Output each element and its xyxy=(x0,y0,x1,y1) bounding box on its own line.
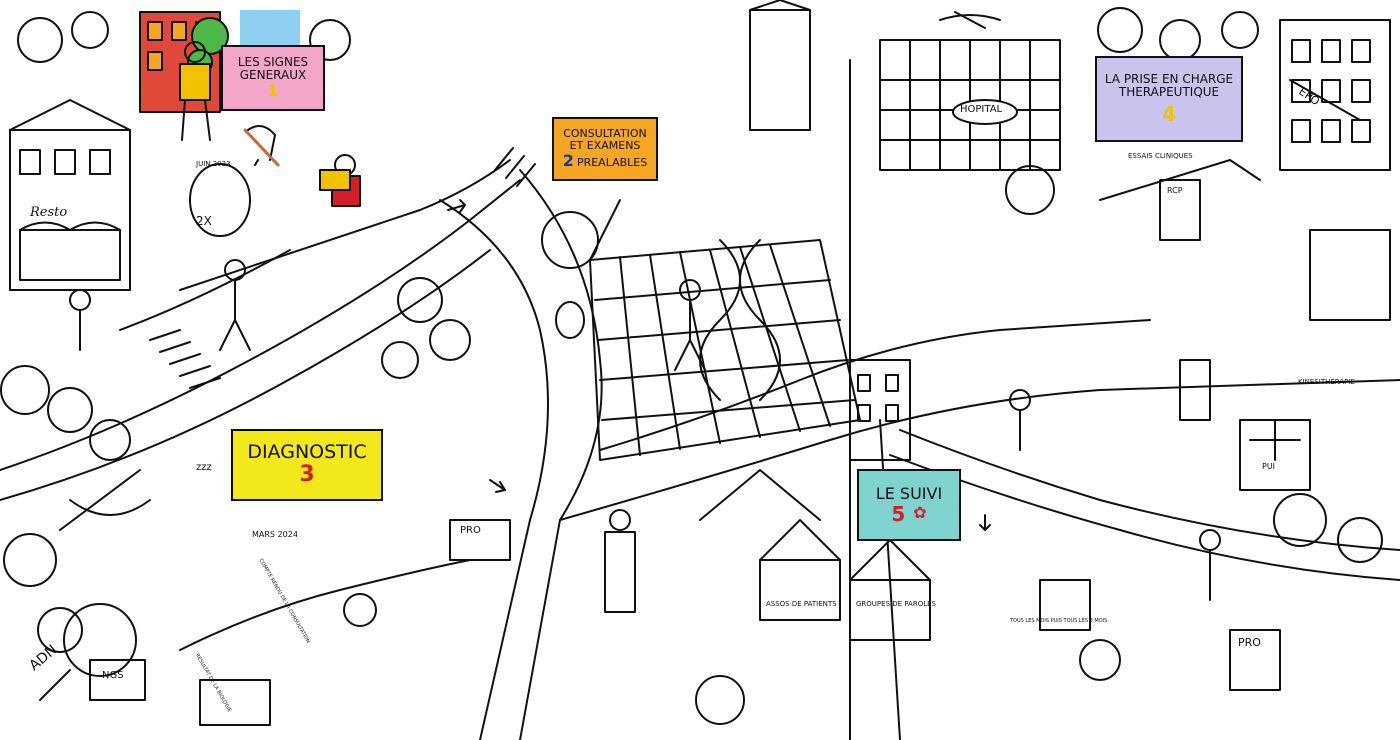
label-zzz: zzz xyxy=(196,462,212,473)
sign-1-number: 1 xyxy=(267,81,279,101)
sign-prise-en-charge: LA PRISE EN CHARGE THERAPEUTIQUE 4 xyxy=(1095,56,1243,142)
sign-5-number: 5 xyxy=(891,501,906,526)
sign-3-number: 3 xyxy=(299,462,315,488)
label-assos-de-patients: ASSOS DE PATIENTS xyxy=(766,600,837,608)
dna-helix xyxy=(59,239,781,531)
label-rcp: RCP xyxy=(1167,186,1183,195)
label-tous-les-mois: TOUS LES MOIS PUIS TOUS LES 3 MOIS xyxy=(1010,618,1108,624)
sign-5-title: LE SUIVI xyxy=(875,484,943,504)
sign-4-line2: THERAPEUTIQUE xyxy=(1118,85,1220,99)
label-ngs: NGS xyxy=(102,670,124,681)
sign-4-line1: LA PRISE EN CHARGE xyxy=(1104,71,1234,86)
label-juin-2023: JUIN 2023 xyxy=(196,160,231,168)
sign-3-title: DIAGNOSTIC xyxy=(247,441,367,464)
label-resto: Resto xyxy=(30,205,68,220)
building-top-right xyxy=(749,0,1391,321)
label-2x: 2X xyxy=(196,214,212,228)
label-pui: PUI xyxy=(1262,462,1276,471)
sign-les-signes-generaux: LES SIGNES GENERAUX 1 xyxy=(221,45,325,111)
label-essais-cliniques: ESSAIS CLINIQUES xyxy=(1128,152,1193,160)
label-mars-2024: MARS 2024 xyxy=(252,530,298,539)
label-kinesitherapie: KINESITHERAPIE xyxy=(1298,378,1355,386)
hospital-building xyxy=(879,11,1061,171)
houses xyxy=(699,469,931,641)
label-pro-right: PRO xyxy=(1238,636,1261,649)
sign-diagnostic: DIAGNOSTIC 3 xyxy=(231,429,383,501)
path-arrows xyxy=(447,199,991,531)
label-groupes-de-paroles: GROUPES DE PAROLES xyxy=(856,600,936,608)
sign-consultation-examens: CONSULTATION ET EXAMENS 2 PREALABLES xyxy=(552,117,658,181)
sign-2-line2: ET EXAMENS xyxy=(569,139,641,153)
label-pro-left: PRO xyxy=(460,525,481,536)
sign-4-number: 4 xyxy=(1162,102,1176,127)
butterfly-icon: ✿ xyxy=(913,505,927,522)
misc-objects xyxy=(89,79,1361,726)
checker-plaza xyxy=(589,239,861,461)
sign-2-line3: PREALABLES xyxy=(576,156,648,170)
sign-2-line1: CONSULTATION xyxy=(563,127,647,141)
magnifying-glasses xyxy=(39,199,621,701)
building-center xyxy=(849,359,911,461)
label-hopital: HOPITAL xyxy=(960,104,1003,115)
characters xyxy=(69,41,1221,613)
sign-1-title: LES SIGNES GENERAUX xyxy=(237,55,309,83)
sign-2-number: 2 xyxy=(562,151,574,171)
sign-le-suivi: LE SUIVI 5 ✿ xyxy=(857,469,961,541)
crosswalks xyxy=(149,147,536,389)
